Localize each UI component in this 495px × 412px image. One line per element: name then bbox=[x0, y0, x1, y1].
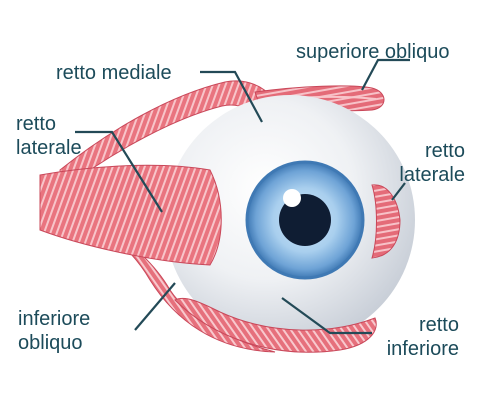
leader-medial-rectus bbox=[200, 70, 263, 123]
label-inferior-oblique: inferiore obliquo bbox=[18, 308, 91, 354]
lateral-rectus-muscle-left bbox=[39, 164, 222, 266]
leader-lateral-rectus-right bbox=[391, 182, 406, 201]
pupil-highlight bbox=[283, 189, 301, 207]
label-lateral-rectus-left: retto laterale bbox=[16, 113, 82, 159]
leader-inferior-rectus bbox=[281, 297, 372, 335]
leader-lateral-rectus-left bbox=[75, 130, 163, 213]
label-superior-oblique: superiore obliquo bbox=[296, 41, 450, 63]
label-medial-rectus: retto mediale bbox=[56, 62, 172, 84]
label-inferior-rectus: retto inferiore bbox=[386, 314, 459, 360]
lateral-rectus-muscle-right bbox=[371, 184, 401, 259]
label-lateral-rectus-right: retto laterale bbox=[399, 140, 465, 186]
inferior-rectus-muscle bbox=[174, 297, 377, 353]
leader-inferior-oblique bbox=[134, 282, 176, 331]
leader-superior-oblique bbox=[361, 58, 410, 91]
